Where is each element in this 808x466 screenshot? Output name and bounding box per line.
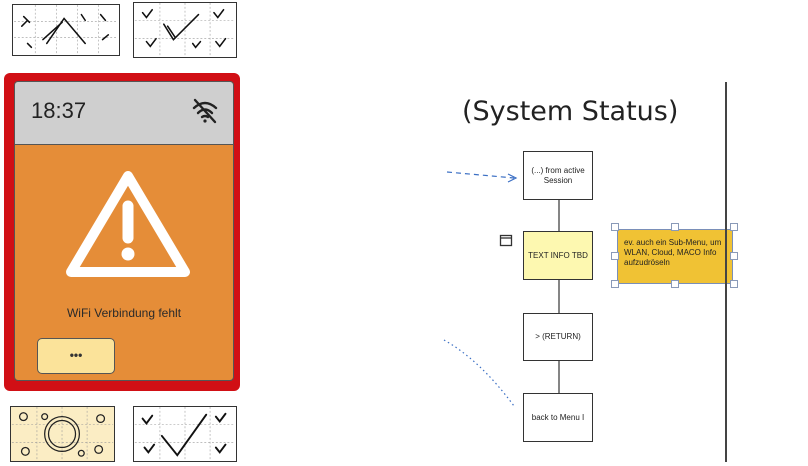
- sketch-x-pattern: [14, 5, 118, 55]
- node-active-session[interactable]: (...) from active Session: [523, 151, 593, 200]
- resize-handle-e[interactable]: [730, 252, 738, 260]
- node-return-label: > (RETURN): [535, 332, 581, 341]
- sketch-circle-pattern: [11, 407, 114, 461]
- incoming-arrow-head: [507, 173, 518, 183]
- warning-triangle-icon: [66, 171, 190, 277]
- resize-handle-nw[interactable]: [611, 223, 619, 231]
- node-back-to-menu[interactable]: back to Menu I: [523, 393, 593, 442]
- device-screen: 18:37 WiFi Verbindung fehlt •••: [14, 81, 234, 381]
- node-return[interactable]: > (RETURN): [523, 313, 593, 361]
- sketch-check-pattern: [134, 3, 236, 57]
- note-text: ev. auch ein Sub-Menu, um WLAN, Cloud, M…: [624, 238, 722, 267]
- more-button[interactable]: •••: [37, 338, 115, 374]
- node-active-session-label: (...) from active Session: [531, 165, 585, 185]
- page-title: (System Status): [462, 96, 679, 127]
- resize-handle-s[interactable]: [671, 280, 679, 288]
- resize-handle-sw[interactable]: [611, 280, 619, 288]
- return-curve: [443, 339, 515, 407]
- divider-line: [725, 82, 727, 462]
- thumbnail-top-right[interactable]: [133, 2, 237, 58]
- resize-handle-w[interactable]: [611, 252, 619, 260]
- clock: 18:37: [31, 98, 87, 123]
- sketch-check-pattern-large: [134, 407, 236, 461]
- incoming-arrow: [446, 171, 515, 179]
- node-text-info-label: TEXT INFO TBD: [528, 250, 588, 260]
- note-sticky[interactable]: ev. auch ein Sub-Menu, um WLAN, Cloud, M…: [617, 229, 733, 284]
- resize-handle-se[interactable]: [730, 280, 738, 288]
- resize-handle-ne[interactable]: [730, 223, 738, 231]
- wifi-off-icon: [192, 98, 218, 124]
- thumbnail-bottom-right[interactable]: [133, 406, 237, 462]
- node-back-to-menu-label: back to Menu I: [531, 412, 585, 422]
- status-bar: 18:37: [15, 82, 233, 145]
- calendar-icon: [499, 234, 513, 247]
- node-text-info[interactable]: TEXT INFO TBD: [523, 231, 593, 280]
- wifi-error-message: WiFi Verbindung fehlt: [66, 306, 182, 320]
- thumbnail-top-left[interactable]: [12, 4, 120, 56]
- thumbnail-bottom-left[interactable]: [10, 406, 115, 462]
- device-frame: 18:37 WiFi Verbindung fehlt •••: [4, 73, 240, 391]
- resize-handle-n[interactable]: [671, 223, 679, 231]
